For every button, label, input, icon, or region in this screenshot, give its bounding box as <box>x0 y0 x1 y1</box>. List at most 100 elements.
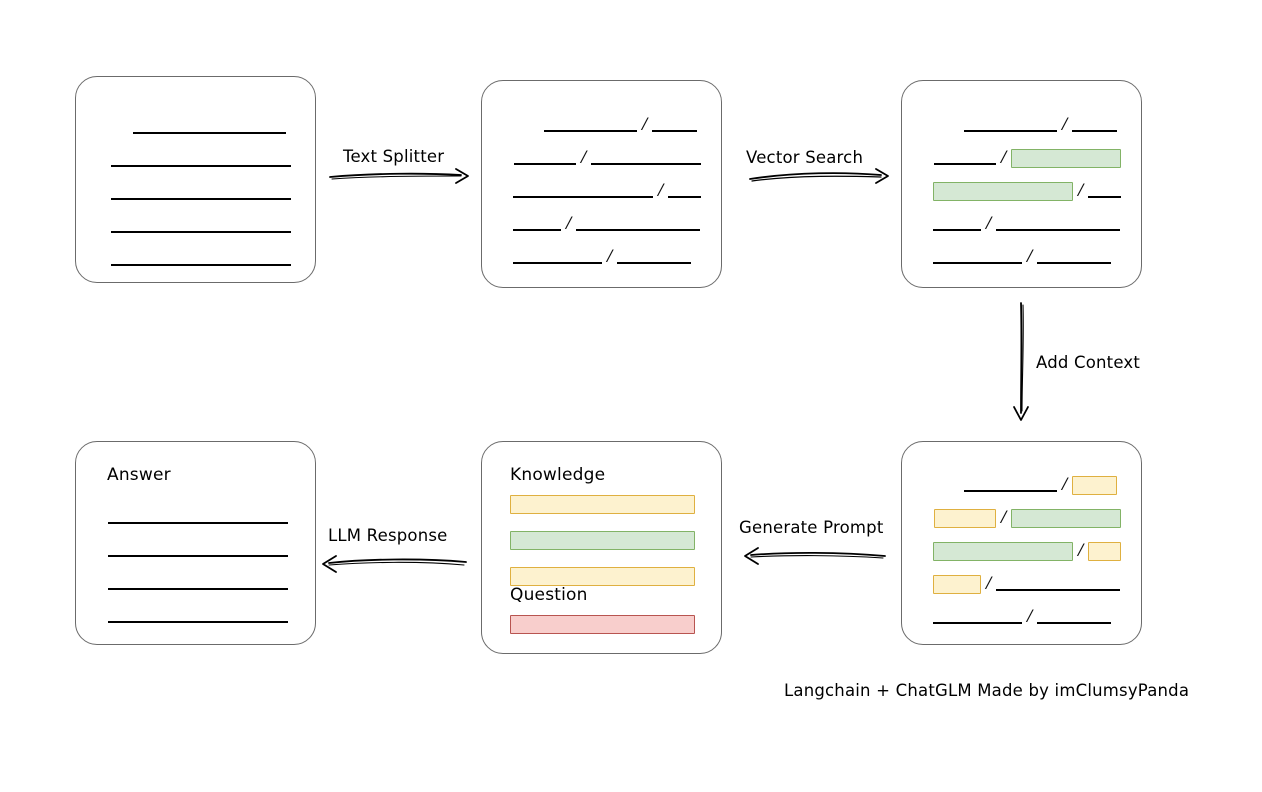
segment-chip-yellow[interactable] <box>933 574 981 594</box>
node-answer[interactable]: Answer <box>75 441 316 645</box>
segment-separator-slash: / <box>986 212 992 234</box>
segment-text-line <box>1072 130 1118 132</box>
segment-separator-slash: / <box>986 572 992 594</box>
document-row: / <box>933 245 1112 267</box>
knowledge-chip[interactable] <box>510 567 695 586</box>
knowledge-chip[interactable] <box>510 531 695 550</box>
segment-text-line <box>933 229 981 231</box>
segment-text-line <box>514 163 576 165</box>
segment-text-line <box>513 229 561 231</box>
segment-text-line <box>544 130 637 132</box>
segment-text-line <box>668 196 702 198</box>
segment-separator-slash: / <box>581 146 587 168</box>
segment-chip-yellow[interactable] <box>934 508 996 528</box>
node-split-document[interactable]: / / / / / <box>481 80 722 288</box>
edge-label-generate-prompt: Generate Prompt <box>739 518 884 537</box>
segment-text-line <box>111 198 291 200</box>
segment-text-line <box>996 589 1121 591</box>
document-row: / <box>934 506 1122 528</box>
footer-credit: Langchain + ChatGLM Made by imClumsyPand… <box>784 681 1190 700</box>
segment-text-line <box>591 163 702 165</box>
segment-text-line <box>108 522 288 524</box>
segment-text-line <box>996 229 1121 231</box>
document-row: / <box>964 473 1118 495</box>
segment-separator-slash: / <box>1078 539 1084 561</box>
document-row: / <box>933 212 1121 234</box>
document-row <box>108 606 288 626</box>
segment-chip-green[interactable] <box>1011 508 1122 528</box>
document-row <box>111 150 291 170</box>
node-prompt[interactable]: Knowledge Question <box>481 441 722 654</box>
segment-text-line <box>108 621 288 623</box>
segment-separator-slash: / <box>1062 473 1068 495</box>
document-row: / <box>934 146 1122 168</box>
question-label: Question <box>510 585 588 605</box>
segment-separator-slash: / <box>1027 605 1033 627</box>
segment-separator-slash: / <box>642 113 648 135</box>
document-row: / <box>513 179 702 201</box>
document-row: / <box>933 605 1112 627</box>
document-row: / <box>513 245 692 267</box>
node-context-document[interactable]: / / / / / <box>901 441 1142 645</box>
segment-separator-slash: / <box>1078 179 1084 201</box>
segment-text-line <box>933 262 1022 264</box>
segment-text-line <box>1037 262 1112 264</box>
edge-label-add-context: Add Context <box>1036 353 1141 372</box>
document-row: / <box>933 539 1122 561</box>
segment-chip-yellow[interactable] <box>1088 541 1122 561</box>
split-document-rows: / / / / / <box>482 81 721 287</box>
segment-text-line <box>133 132 286 134</box>
segment-text-line <box>513 196 653 198</box>
segment-chip-green[interactable] <box>933 541 1073 561</box>
document-row: / <box>544 113 698 135</box>
segment-text-line <box>934 163 996 165</box>
segment-text-line <box>513 262 602 264</box>
segment-separator-slash: / <box>1062 113 1068 135</box>
segment-text-line <box>933 622 1022 624</box>
segment-text-line <box>964 130 1057 132</box>
segment-separator-slash: / <box>1001 146 1007 168</box>
answer-rows <box>76 442 315 644</box>
document-row <box>133 117 286 137</box>
segment-separator-slash: / <box>1001 506 1007 528</box>
edge-label-vector-search: Vector Search <box>746 148 864 167</box>
node-matched-document[interactable]: / / / / / <box>901 80 1142 288</box>
edge-label-llm-response: LLM Response <box>328 526 448 545</box>
matched-document-rows: / / / / / <box>902 81 1141 287</box>
knowledge-chip-list <box>510 495 695 603</box>
segment-text-line <box>111 231 291 233</box>
segment-text-line <box>111 165 291 167</box>
segment-chip-green[interactable] <box>1011 148 1122 168</box>
knowledge-chip[interactable] <box>510 495 695 514</box>
segment-text-line <box>617 262 692 264</box>
edge-generate-prompt <box>744 547 886 565</box>
segment-separator-slash: / <box>566 212 572 234</box>
segment-chip-yellow[interactable] <box>1072 475 1118 495</box>
document-row: / <box>933 179 1122 201</box>
document-row <box>108 507 288 527</box>
segment-text-line <box>1088 196 1122 198</box>
document-row: / <box>514 146 702 168</box>
segment-separator-slash: / <box>658 179 664 201</box>
document-row <box>108 573 288 593</box>
segment-separator-slash: / <box>1027 245 1033 267</box>
node-source-document[interactable] <box>75 76 316 283</box>
document-row <box>111 249 291 269</box>
source-document-rows <box>76 77 315 282</box>
document-row <box>111 216 291 236</box>
document-row <box>108 540 288 560</box>
segment-text-line <box>964 490 1057 492</box>
segment-separator-slash: / <box>607 245 613 267</box>
context-document-rows: / / / / / <box>902 442 1141 644</box>
segment-chip-green[interactable] <box>933 181 1073 201</box>
edge-label-text-splitter: Text Splitter <box>343 147 445 166</box>
document-row <box>111 183 291 203</box>
segment-text-line <box>108 555 288 557</box>
edge-llm-response <box>322 555 467 573</box>
knowledge-label: Knowledge <box>510 465 606 485</box>
segment-text-line <box>652 130 698 132</box>
question-chip-list <box>510 615 695 651</box>
segment-text-line <box>1037 622 1112 624</box>
question-chip[interactable] <box>510 615 695 634</box>
